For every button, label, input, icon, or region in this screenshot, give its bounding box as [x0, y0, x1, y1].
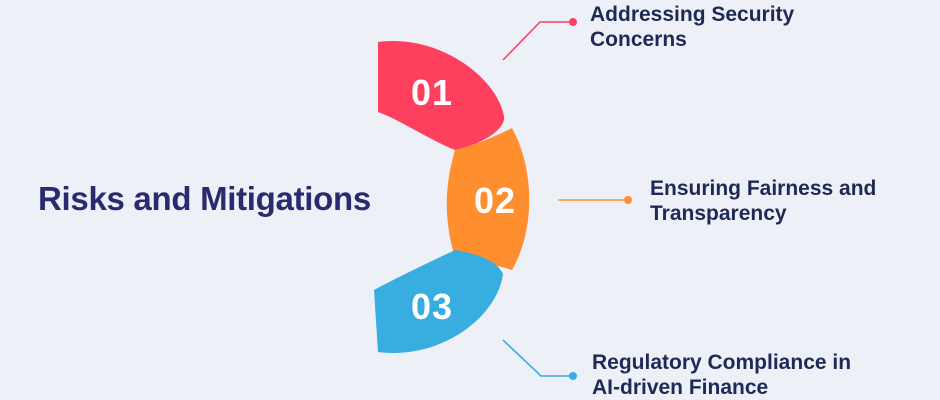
connector-03-dot — [569, 372, 577, 380]
connector-01-dot — [569, 18, 577, 26]
item-label-02-line-1: Ensuring Fairness and — [650, 177, 877, 200]
item-label-03-line-2: AI-driven Finance — [592, 376, 769, 399]
segment-number-01: 01 — [411, 72, 454, 113]
item-label-01-line-2: Concerns — [590, 28, 687, 51]
diagram-title: Risks and Mitigations — [38, 180, 371, 217]
item-label-03-line-1: Regulatory Compliance in — [592, 351, 852, 374]
segment-number-02: 02 — [474, 180, 517, 221]
segment-number-03: 03 — [411, 286, 454, 327]
item-label-03: Regulatory Compliance in AI-driven Finan… — [592, 350, 851, 400]
connector-01 — [502, 21, 573, 61]
connector-03 — [502, 339, 573, 377]
item-label-02: Ensuring Fairness and Transparency — [650, 176, 876, 226]
segment-02 — [446, 128, 530, 270]
connector-02-dot — [624, 196, 632, 204]
segment-01 — [378, 41, 505, 151]
item-label-01-line-1: Addressing Security — [590, 3, 795, 26]
item-label-01: Addressing Security Concerns — [590, 2, 794, 52]
segment-03 — [374, 250, 503, 353]
item-label-02-line-2: Transparency — [650, 202, 787, 225]
